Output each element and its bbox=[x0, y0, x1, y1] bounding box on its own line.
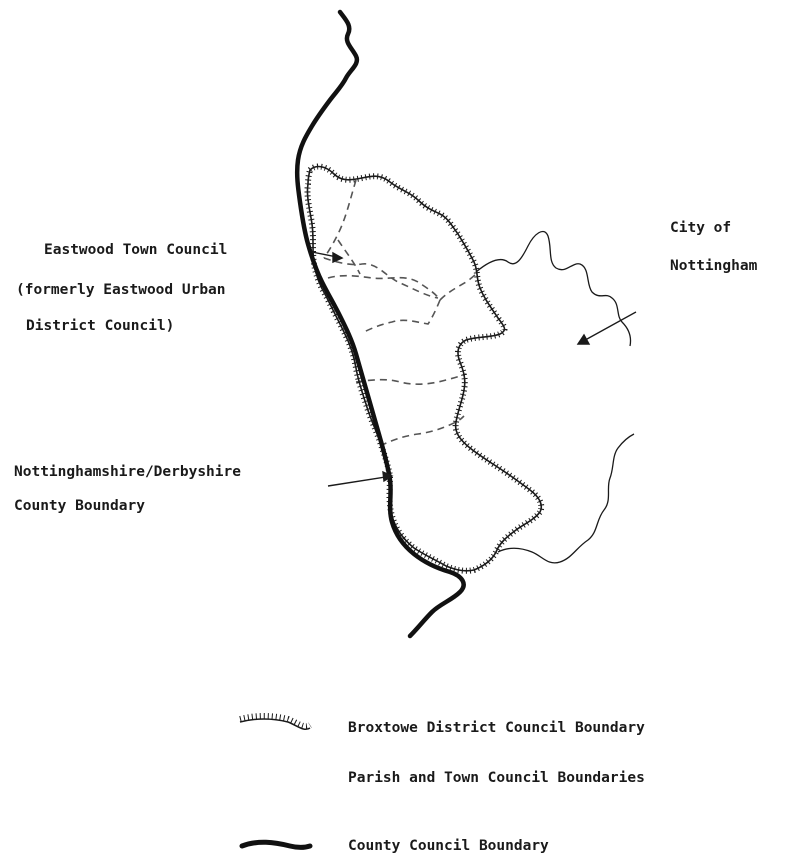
legend-broxtowe-label: Broxtowe District Council Boundary bbox=[348, 720, 645, 736]
eastwood-label-line2: (formerly Eastwood Urban bbox=[16, 282, 226, 298]
county-council-boundary bbox=[294, 9, 466, 639]
broxtowe-district-boundary bbox=[304, 163, 545, 574]
county-boundary-label-line1: Nottinghamshire/Derbyshire bbox=[14, 464, 241, 480]
legend: Broxtowe District Council Boundary Paris… bbox=[239, 713, 645, 854]
parish-boundaries bbox=[323, 179, 479, 447]
legend-county-label: County Council Boundary bbox=[348, 838, 549, 854]
city-label-line1: City of bbox=[670, 220, 731, 236]
legend-county-symbol bbox=[239, 839, 313, 850]
county-boundary-label-line2: County Boundary bbox=[14, 498, 145, 514]
nottingham-city-boundary-lower bbox=[497, 433, 635, 564]
legend-parish-label: Parish and Town Council Boundaries bbox=[348, 770, 645, 786]
legend-broxtowe-symbol bbox=[239, 718, 311, 731]
eastwood-label-line3: District Council) bbox=[26, 318, 174, 334]
city-label-line2: Nottingham bbox=[670, 258, 758, 274]
nottingham-city-boundary bbox=[475, 230, 632, 347]
pointer-arrows bbox=[311, 251, 637, 487]
eastwood-label-line1: Eastwood Town Council bbox=[44, 242, 227, 258]
